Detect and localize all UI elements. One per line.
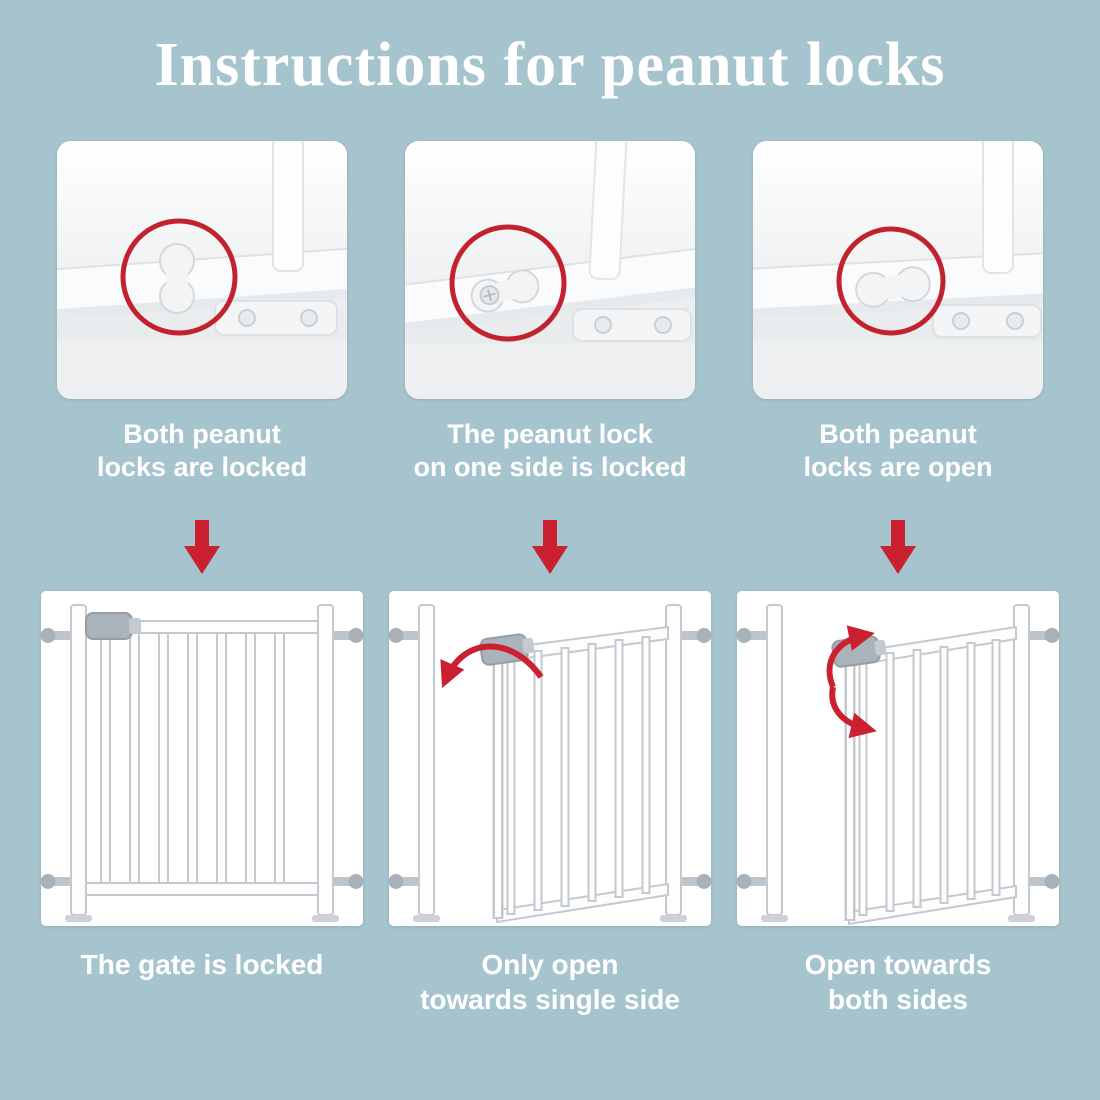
gate-caption-both: Open towards both sides bbox=[805, 948, 992, 1017]
red-circle-annotation bbox=[449, 224, 567, 342]
caption-line: locks are open bbox=[803, 452, 993, 482]
curved-arrow-down-icon bbox=[829, 686, 877, 739]
mounting-plate bbox=[932, 304, 1042, 338]
gate-door-open bbox=[844, 625, 1017, 926]
arrow-row bbox=[184, 503, 220, 591]
wall-mount-knobs bbox=[41, 628, 363, 889]
down-arrow-icon bbox=[184, 520, 220, 574]
gate-door bbox=[85, 620, 319, 896]
gate-diagram-card-single bbox=[389, 591, 711, 926]
caption-line: Both peanut bbox=[123, 418, 281, 449]
caption-line: The peanut lock bbox=[447, 418, 653, 449]
gate-locked-diagram bbox=[41, 591, 363, 926]
peanut-lock-icon bbox=[470, 269, 540, 313]
gate-frame bbox=[761, 604, 1035, 922]
lock-caption-open: Both peanut locks are open bbox=[803, 399, 992, 503]
caption-line: both sides bbox=[827, 983, 968, 1015]
instruction-column-locked: Both peanut locks are locked bbox=[37, 141, 367, 1017]
peanut-lock-icon bbox=[159, 243, 195, 314]
gate-open-both-sides-diagram bbox=[737, 591, 1059, 926]
peanut-lock-icon bbox=[855, 266, 931, 308]
mounting-plate bbox=[214, 300, 338, 336]
page-title: Instructions for peanut locks bbox=[154, 31, 946, 99]
mounting-plate bbox=[572, 308, 692, 342]
gate-open-single-side-diagram bbox=[389, 591, 711, 926]
down-arrow-icon bbox=[532, 520, 568, 574]
gate-frame bbox=[413, 604, 687, 922]
instruction-column-both-sides: Both peanut locks are open bbox=[733, 141, 1063, 1017]
caption-line: Only open bbox=[481, 949, 619, 980]
gate-diagram-card-both bbox=[737, 591, 1059, 926]
lock-caption-one-side: The peanut lock on one side is locked bbox=[413, 399, 686, 503]
both-locks-open-photo bbox=[753, 141, 1043, 399]
red-circle-annotation bbox=[120, 218, 238, 336]
lock-caption-locked: Both peanut locks are locked bbox=[97, 399, 307, 503]
one-side-locked-photo bbox=[405, 141, 695, 399]
caption-line: towards single side bbox=[420, 983, 680, 1015]
gate-lock-handle bbox=[85, 612, 141, 640]
caption-line: on one side is locked bbox=[413, 452, 687, 482]
down-arrow-icon bbox=[880, 520, 916, 574]
gate-frame bbox=[65, 604, 339, 922]
wall-mount-knobs bbox=[389, 628, 711, 889]
caption-line: Both peanut bbox=[819, 418, 977, 449]
curved-arrow-icon bbox=[440, 643, 544, 689]
caption-line: The gate is locked bbox=[80, 949, 324, 980]
instruction-grid: Both peanut locks are locked bbox=[0, 141, 1100, 1017]
gate-post bbox=[982, 141, 1014, 274]
lock-photo-card-open bbox=[753, 141, 1043, 399]
instruction-column-single-side: The peanut lock on one side is locked bbox=[385, 141, 715, 1017]
gate-bottom-bar bbox=[405, 246, 695, 335]
both-locks-locked-photo bbox=[57, 141, 347, 399]
lock-photo-card-locked bbox=[57, 141, 347, 399]
gate-post bbox=[588, 141, 628, 281]
gate-diagram-card-locked bbox=[41, 591, 363, 926]
gate-caption-single: Only open towards single side bbox=[420, 948, 680, 1017]
caption-line: locks are locked bbox=[96, 452, 308, 482]
gate-post bbox=[272, 141, 304, 272]
caption-line: Open towards bbox=[804, 949, 992, 980]
gate-caption-locked: The gate is locked bbox=[81, 948, 324, 983]
gate-door-open bbox=[492, 625, 669, 924]
arrow-row bbox=[532, 503, 568, 591]
lock-photo-card-one-side bbox=[405, 141, 695, 399]
curved-arrow-up-icon bbox=[826, 625, 875, 689]
wall-mount-knobs bbox=[737, 628, 1059, 889]
red-circle-annotation bbox=[836, 226, 946, 336]
arrow-row bbox=[880, 503, 916, 591]
